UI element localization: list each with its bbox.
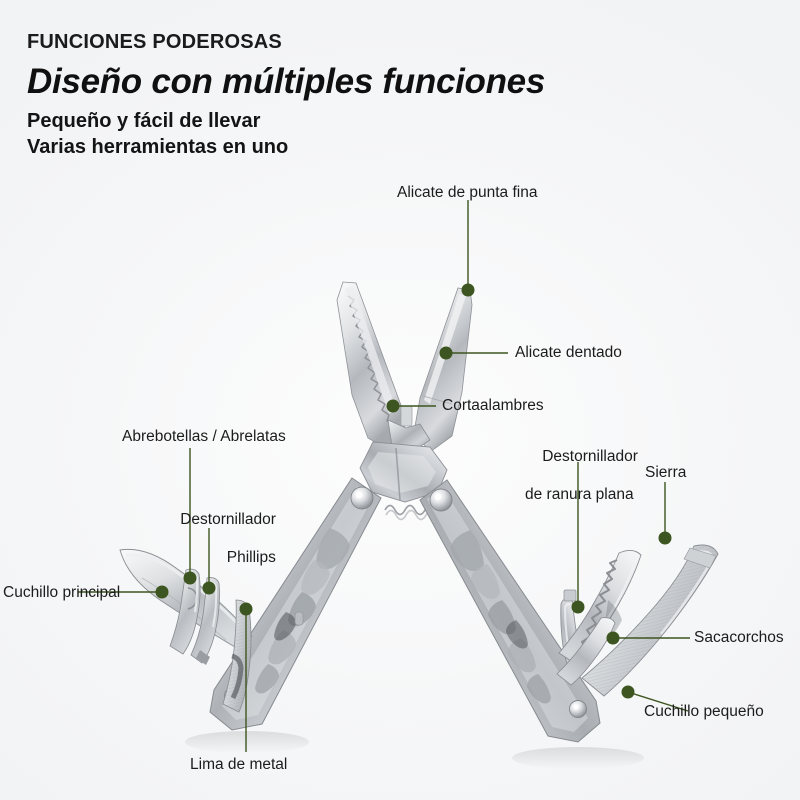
dot-cuchillo-principal	[155, 585, 169, 599]
rivet-right-bottom	[569, 700, 587, 718]
header-block: FUNCIONES PODEROSAS Diseño con múltiples…	[27, 30, 727, 160]
plier-jaw-right	[413, 287, 473, 453]
shadow-right	[512, 747, 644, 769]
eyebrow-text: FUNCIONES PODEROSAS	[27, 31, 282, 53]
dot-sierra	[658, 531, 672, 545]
rivet-right-top	[429, 488, 453, 512]
callout-label-line-1: Destornillador	[542, 448, 638, 465]
callout-label-line-1: Destornillador	[180, 511, 276, 528]
subtitle-line-1: Pequeño y fácil de llevar	[27, 110, 261, 132]
callout-label-destornillador-plano: Destornillador de ranura plana	[525, 428, 638, 542]
tool-cuchillo-pequeno	[581, 544, 719, 697]
dot-abrebotellas	[183, 571, 197, 585]
dot-lima-de-metal	[239, 602, 253, 616]
callout-label-cuchillo-principal: Cuchillo principal	[3, 584, 121, 601]
callout-label-line-2: Phillips	[226, 549, 276, 566]
callout-label-abrebotellas: Abrebotellas / Abrelatas	[122, 428, 286, 445]
dot-destornillador-phillips	[202, 581, 216, 595]
tool-abrebotellas	[169, 568, 201, 655]
callout-label-alicate-punta-fina: Alicate de punta fina	[397, 184, 538, 201]
rivet-left-top	[350, 486, 374, 510]
callout-label-line-2: de ranura plana	[525, 486, 634, 503]
handle-left	[209, 477, 382, 731]
callout-label-cuchillo-pequeno: Cuchillo pequeño	[644, 703, 764, 720]
page-title: Diseño con múltiples funciones	[27, 62, 546, 101]
callout-label-destornillador-phillips: Destornillador Phillips	[163, 491, 276, 605]
dot-alicate-punta-fina	[461, 283, 475, 297]
callout-label-lima-de-metal: Lima de metal	[190, 756, 288, 773]
plier-head	[359, 441, 448, 503]
leader-lines	[78, 200, 690, 752]
callout-dots	[155, 283, 672, 699]
subtitle-line-2: Varias herramientas en uno	[27, 136, 289, 158]
tool-sacacorchos	[556, 617, 616, 686]
callout-label-alicate-dentado: Alicate dentado	[515, 344, 622, 361]
callout-label-sierra: Sierra	[645, 464, 687, 481]
dot-sacacorchos	[606, 631, 620, 645]
leader-cuchillo-pequeno	[627, 691, 689, 712]
dot-cuchillo-pequeno	[621, 685, 635, 699]
callout-label-sacacorchos: Sacacorchos	[694, 629, 784, 646]
dot-cortaalambres	[386, 399, 400, 413]
dot-alicate-dentado	[439, 346, 453, 360]
shadow-left	[185, 731, 309, 753]
callout-label-cortaalambres: Cortaalambres	[442, 397, 544, 414]
handle-right	[419, 479, 601, 743]
dot-destornillador-plano	[571, 600, 585, 614]
